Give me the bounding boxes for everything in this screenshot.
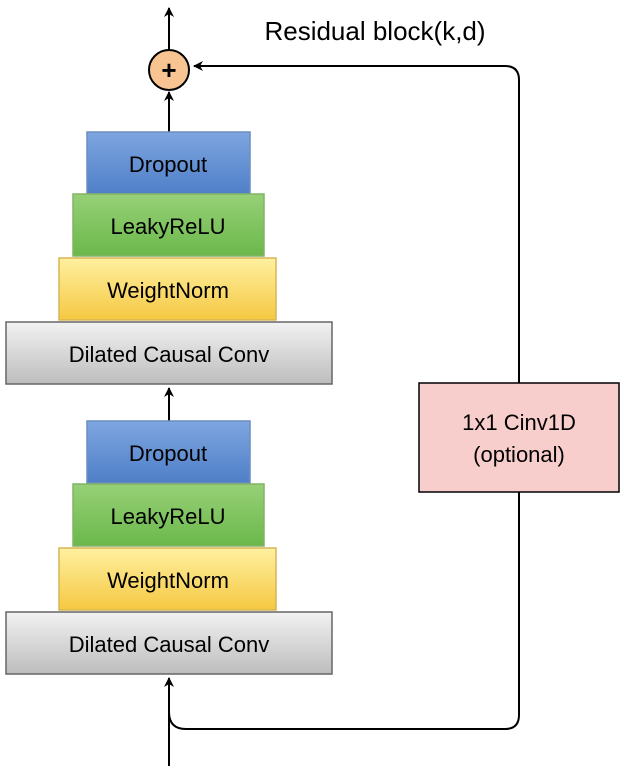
upper-activation-block: LeakyReLU (72, 193, 265, 257)
lower-norm-label: WeightNorm (107, 568, 229, 593)
upper-activation-label: LeakyReLU (111, 214, 226, 239)
upper-dropout-label: Dropout (129, 152, 207, 177)
shortcut-conv-block: 1x1 Cinv1D (optional) (418, 382, 620, 493)
shortcut-conv-line2: (optional) (473, 442, 565, 467)
lower-dropout-label: Dropout (129, 441, 207, 466)
lower-activation-block: LeakyReLU (72, 483, 265, 547)
shortcut-conv-line1: 1x1 Cinv1D (462, 410, 576, 435)
diagram-title: Residual block(k,d) (264, 16, 485, 46)
upper-conv-block: Dilated Causal Conv (5, 321, 333, 385)
upper-dropout-block: Dropout (86, 131, 251, 195)
lower-conv-block: Dilated Causal Conv (5, 611, 333, 675)
upper-conv-label: Dilated Causal Conv (69, 342, 270, 367)
sum-node: + (148, 49, 190, 91)
shortcut-path-upper (193, 61, 520, 383)
lower-conv-label: Dilated Causal Conv (69, 632, 270, 657)
lower-activation-label: LeakyReLU (111, 504, 226, 529)
sum-symbol: + (161, 55, 176, 85)
lower-dropout-block: Dropout (86, 420, 251, 484)
upper-norm-label: WeightNorm (107, 278, 229, 303)
upper-norm-block: WeightNorm (58, 257, 277, 321)
shortcut-path-lower (168, 492, 520, 730)
lower-norm-block: WeightNorm (58, 547, 277, 611)
